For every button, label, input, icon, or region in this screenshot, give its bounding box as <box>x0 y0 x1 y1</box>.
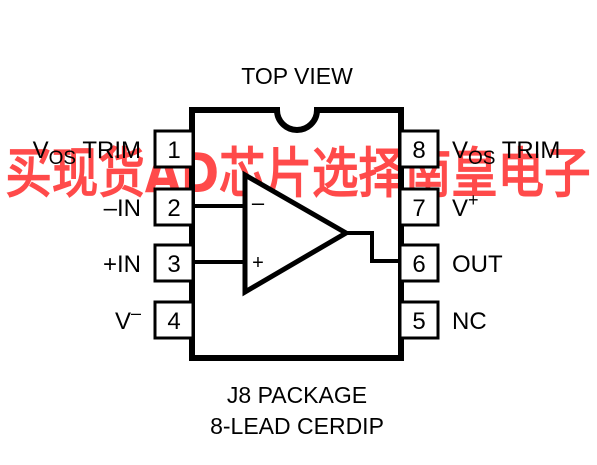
pin-label-1-main: V <box>33 137 49 164</box>
pin-label-4-main: V <box>115 308 131 335</box>
opamp-triangle <box>242 170 351 297</box>
pin-box-8 <box>398 129 440 169</box>
pin-label-8: VOS TRIM <box>452 137 560 169</box>
pin-label-7-main: V <box>452 195 468 222</box>
opamp-plus-sign: + <box>252 252 264 274</box>
pin-box-7 <box>398 187 440 227</box>
wire-output <box>346 231 401 263</box>
pin-number-3: 3 <box>167 251 180 278</box>
watermark-text: 买现货AD芯片选择南皇电子 <box>6 142 591 205</box>
pin-number-8: 8 <box>412 137 425 164</box>
package-description: 8-LEAD CERDIP <box>210 413 384 439</box>
pin-label-5: NC <box>452 308 487 335</box>
pin-label-2: –IN <box>104 195 141 222</box>
pin-label-7-sup: + <box>468 190 479 210</box>
pin-box-6 <box>398 243 440 283</box>
pin-box-1 <box>153 129 195 169</box>
pin-label-8-main: V <box>452 137 468 164</box>
pin-label-4-sup: – <box>131 303 141 323</box>
pin-label-8-rest: TRIM <box>495 137 560 164</box>
opamp-minus-sign: – <box>252 190 265 215</box>
pin-label-7: V+ <box>452 190 479 222</box>
pin-label-1-rest: TRIM <box>76 137 141 164</box>
pin-number-4: 4 <box>167 308 180 335</box>
pin-box-5 <box>398 300 440 340</box>
pin-number-5: 5 <box>412 308 425 335</box>
pin-number-1: 1 <box>167 137 180 164</box>
top-view-title: TOP VIEW <box>241 63 353 89</box>
pin-label-3: +IN <box>103 251 141 278</box>
pin-label-1-sub: OS <box>49 148 76 169</box>
pin-box-2 <box>153 187 195 227</box>
package-body <box>189 107 404 361</box>
pin-label-4: V– <box>115 303 141 335</box>
pin-number-7: 7 <box>412 195 425 222</box>
pin-number-6: 6 <box>412 251 425 278</box>
pin-label-6: OUT <box>452 251 503 278</box>
pin-label-8-sub: OS <box>468 148 495 169</box>
package-name: J8 PACKAGE <box>227 382 367 408</box>
pin-number-2: 2 <box>167 195 180 222</box>
pin-box-4 <box>153 300 195 340</box>
pin-label-1: VOS TRIM <box>33 137 141 169</box>
